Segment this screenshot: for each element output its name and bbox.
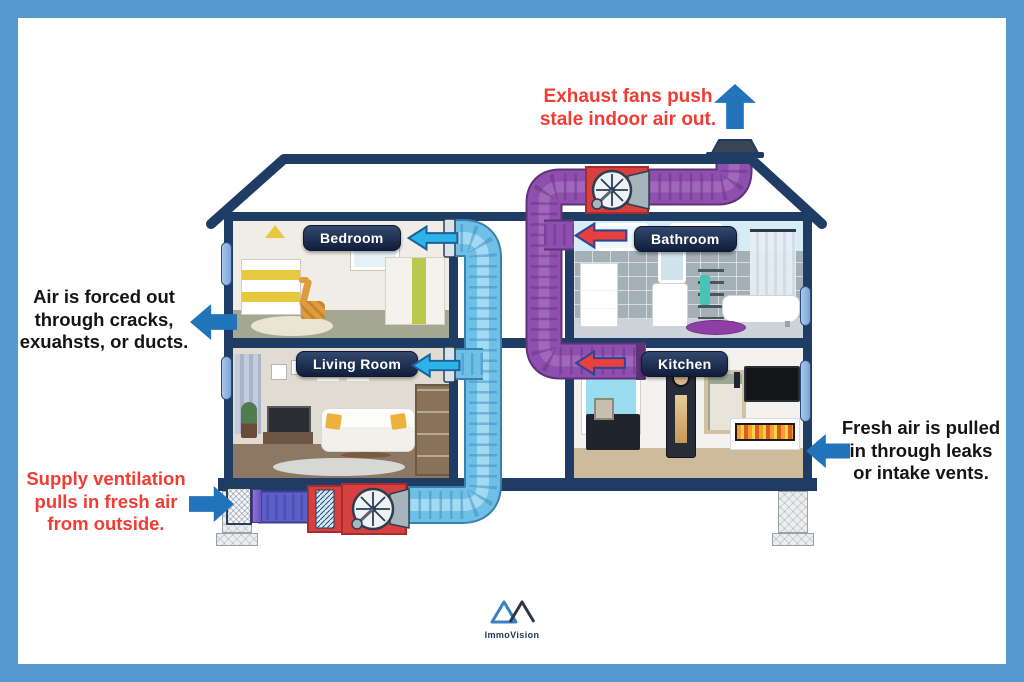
foundation-base-right	[772, 533, 814, 546]
supply-annotation: Supply ventilation pulls in fresh air fr…	[26, 468, 186, 535]
filter-box	[307, 485, 343, 533]
living-rug	[273, 458, 405, 476]
roof-vent-cap	[706, 139, 764, 158]
kitchen-label: Kitchen	[641, 351, 729, 377]
left-wall	[224, 212, 233, 491]
fireplace	[730, 418, 800, 450]
plant	[241, 402, 257, 438]
bedroom-label: Bedroom	[303, 225, 401, 251]
giraffe-body	[301, 301, 325, 319]
duct-connector	[252, 489, 262, 523]
wall-vent-bathroom	[800, 286, 811, 326]
foundation-pier-right	[778, 491, 808, 533]
giraffe-head	[299, 277, 309, 283]
mid-floor-beam	[224, 338, 812, 348]
giraffe-toy	[298, 277, 329, 319]
bookshelf	[415, 384, 449, 476]
wall-vent-living	[221, 356, 232, 400]
shower-curtain	[750, 229, 796, 298]
living-room-supply-arrow-icon	[410, 353, 461, 378]
tv	[267, 406, 311, 435]
towel	[700, 275, 710, 305]
bathtub-legs	[730, 321, 790, 327]
logo-text: ImmoVision	[484, 630, 540, 640]
supply-fan	[341, 483, 410, 535]
bathroom-exhaust-arrow-icon	[573, 222, 628, 249]
tv-stand	[263, 432, 313, 444]
bathroom-rug	[686, 320, 746, 335]
ceiling-beam	[224, 212, 812, 221]
living-room-label: Living Room	[296, 351, 419, 377]
sink	[652, 283, 688, 327]
bathroom-label: Bathroom	[634, 226, 737, 252]
exhaust-fan	[585, 166, 650, 214]
kitchen-exhaust-arrow-icon	[574, 350, 626, 376]
coffee-table	[341, 452, 391, 458]
logo: ImmoVision	[452, 594, 572, 640]
bathtub	[722, 295, 800, 323]
speaker	[734, 372, 740, 388]
pillow-2	[390, 413, 407, 430]
wardrobe	[385, 257, 445, 325]
fire-flames	[735, 423, 795, 441]
exhaust-annotation: Exhaust fans push stale indoor air out.	[539, 86, 717, 131]
bunk-bed	[241, 259, 301, 315]
bedroom-rug	[251, 316, 333, 336]
forced-out-annotation: Air is forced out through cracks, exuahs…	[19, 286, 189, 353]
inner-wall-left	[449, 221, 458, 478]
wall-vent-bedroom	[221, 242, 232, 286]
wall-frame	[271, 364, 287, 380]
bedroom-supply-arrow-icon	[406, 225, 459, 251]
bathroom-cabinet	[580, 263, 618, 327]
bottom-floor-beam	[218, 478, 817, 491]
wall-shelf	[317, 378, 339, 381]
kitchen-tv	[744, 366, 800, 402]
right-wall	[803, 212, 812, 491]
photo-frame	[594, 398, 614, 420]
console-table	[586, 414, 640, 450]
foundation-base-left	[216, 533, 258, 546]
logo-mountains-icon	[490, 600, 536, 624]
clock-pendulum	[675, 395, 687, 443]
wall-vent-kitchen	[800, 360, 811, 422]
pillow	[325, 413, 342, 430]
fresh-air-annotation: Fresh air is pulled in through leaks or …	[841, 417, 1001, 484]
ceiling-lamp	[265, 225, 285, 238]
